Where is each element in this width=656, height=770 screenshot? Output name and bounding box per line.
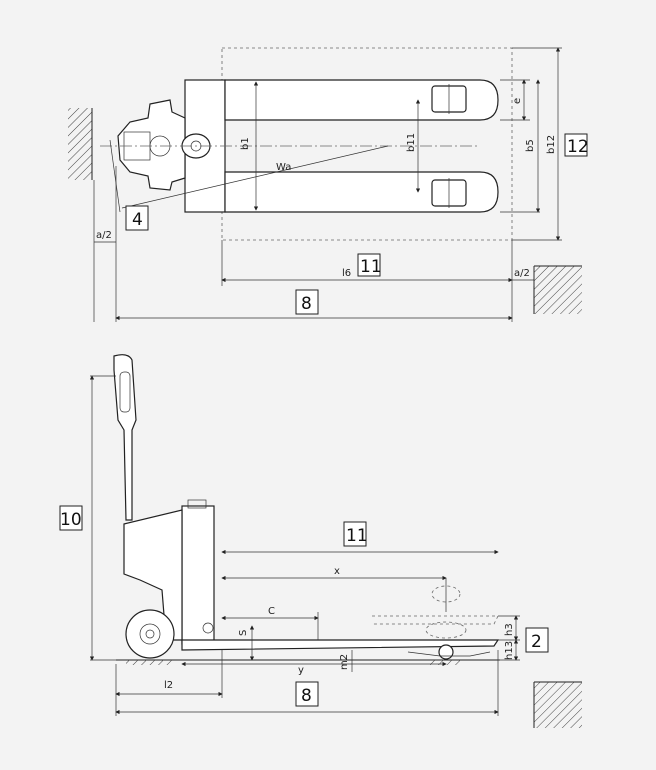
callout-11-top: 11 (360, 257, 382, 277)
callout-2: 2 (531, 632, 542, 652)
callout-12: 12 (567, 137, 589, 157)
callout-11-side: 11 (346, 526, 368, 546)
label-y: y (298, 665, 304, 676)
label-e: e (512, 98, 523, 104)
fork-upper (224, 79, 499, 121)
callout-4: 4 (132, 210, 143, 230)
power-unit-top (117, 99, 186, 191)
label-l2: l2 (164, 680, 173, 691)
label-m2: m2 (339, 654, 350, 670)
callout-2-box (525, 627, 549, 653)
label-s: S (238, 630, 249, 636)
callout-8-top-box (295, 289, 319, 315)
fork-lower (224, 171, 499, 213)
tiller-handle (113, 354, 137, 521)
callout-10-box (59, 505, 83, 531)
label-a-half-left: a/2 (96, 230, 112, 241)
label-l6: l6 (342, 268, 351, 279)
label-x: x (334, 566, 340, 577)
floor-hatch (534, 682, 582, 728)
label-b12: b12 (546, 135, 557, 154)
side-view: 10 11 x C S y m2 h3 h13 2 (59, 354, 582, 728)
label-a-half-right: a/2 (514, 268, 530, 279)
label-h13: h13 (504, 641, 515, 660)
callout-11-top-box (357, 253, 381, 277)
label-b5: b5 (525, 139, 536, 152)
top-view: b1 Wa b11 e b5 b12 12 4 a/2 (68, 47, 589, 322)
wall-hatch-left (68, 108, 92, 180)
pallet-outline (221, 47, 513, 241)
label-b1: b1 (240, 137, 251, 150)
callout-11-side-box (343, 521, 367, 547)
callout-12-box (564, 133, 588, 157)
callout-4-box (125, 205, 149, 231)
label-c: C (268, 606, 275, 617)
callout-8-side-box (295, 681, 319, 707)
callout-10: 10 (60, 510, 82, 530)
label-h3: h3 (504, 623, 515, 636)
fork-side (181, 639, 500, 651)
callout-8-top: 8 (301, 294, 312, 314)
callout-8-side: 8 (301, 686, 312, 706)
label-wa: Wa (276, 162, 291, 173)
label-b11: b11 (406, 133, 417, 152)
steer-wheel (125, 609, 175, 659)
wall-hatch-right (534, 266, 582, 314)
